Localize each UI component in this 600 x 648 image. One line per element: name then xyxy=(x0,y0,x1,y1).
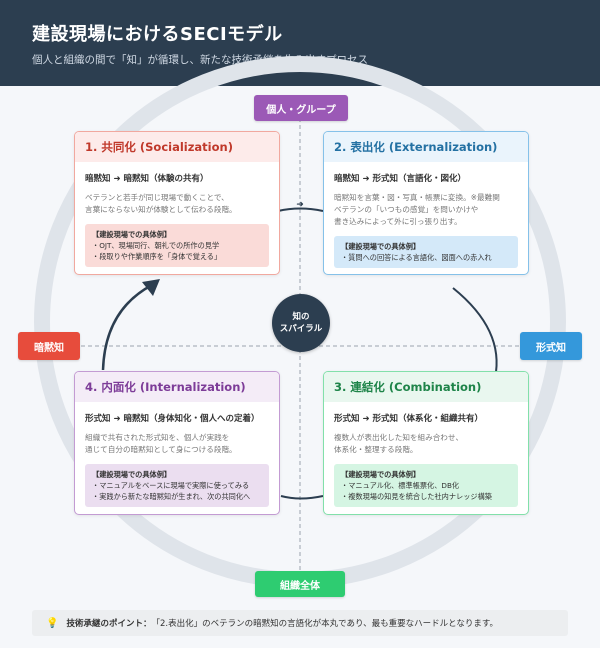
knowledge-spiral-badge: 知の スパイラル xyxy=(272,294,330,352)
axis-label-tacit: 暗黙知 xyxy=(18,332,80,360)
axis-label-organization: 組織全体 xyxy=(255,571,345,597)
card-socialization: 1. 共同化 (Socialization) 暗黙知 ➜ 暗黙知（体験の共有） … xyxy=(74,131,280,275)
card-title: 1. 共同化 (Socialization) xyxy=(75,132,279,162)
card-title: 4. 内面化 (Internalization) xyxy=(75,372,279,402)
arrow-right-icon: ➜ xyxy=(296,200,304,210)
card-example-box: 【建設現場での具体例】 ・マニュアルをベースに現場で実際に使ってみる ・実践から… xyxy=(85,464,269,507)
card-internalization: 4. 内面化 (Internalization) 形式知 ➜ 暗黙知（身体知化・… xyxy=(74,371,280,515)
card-description: 組織で共有された形式知を、個人が実践を 通じて自分の暗黙知として身につける段階。 xyxy=(85,433,237,454)
lightbulb-icon: 💡 xyxy=(46,617,59,629)
card-description: 暗黙知を言葉・図・写真・帳票に変換。※最難関 ベテランの「いつもの感覚」を問いか… xyxy=(334,193,500,226)
page-title: 建設現場におけるSECIモデル xyxy=(32,24,283,45)
card-flow: 形式知 ➜ 暗黙知（身体知化・個人への定着） xyxy=(85,414,260,424)
card-flow: 暗黙知 ➜ 暗黙知（体験の共有） xyxy=(85,174,209,184)
card-flow: 暗黙知 ➜ 形式知（言語化・図化） xyxy=(334,174,467,184)
cycle-arc-right xyxy=(452,287,498,379)
card-title: 2. 表出化 (Externalization) xyxy=(324,132,528,162)
tip-lead: 技術承継のポイント： xyxy=(66,619,152,629)
card-combination: 3. 連結化 (Combination) 形式知 ➜ 形式知（体系化・組織共有）… xyxy=(323,371,529,515)
axis-label-explicit: 形式知 xyxy=(520,332,582,360)
cycle-arc-bottom xyxy=(280,495,324,500)
card-description: ベテランと若手が同じ現場で動くことで、 言葉にならない知が体験として伝わる段階。 xyxy=(85,193,237,214)
cycle-arc-left xyxy=(101,283,153,371)
cycle-arrowhead xyxy=(142,279,160,296)
tip-banner: 💡 技術承継のポイント： 「2.表出化」のベテランの暗黙知の言語化が本丸であり、… xyxy=(32,610,568,636)
card-flow: 形式知 ➜ 形式知（体系化・組織共有） xyxy=(334,414,484,424)
card-example-box: 【建設現場での具体例】 ・マニュアル化、標準帳票化、DB化 ・複数現場の知見を統… xyxy=(334,464,518,507)
card-externalization: 2. 表出化 (Externalization) 暗黙知 ➜ 形式知（言語化・図… xyxy=(323,131,529,275)
axis-label-individual: 個人・グループ xyxy=(254,95,348,121)
card-example-box: 【建設現場での具体例】 ・質問への回答による言語化、図面への赤入れ xyxy=(334,236,518,268)
tip-body: 「2.表出化」のベテランの暗黙知の言語化が本丸であり、最も重要なハードルとなりま… xyxy=(151,619,499,629)
card-example-box: 【建設現場での具体例】 ・OJT、現場同行、朝礼での所作の見学 ・段取りや作業順… xyxy=(85,224,269,267)
card-description: 複数人が表出化した知を組み合わせ、 体系化・整理する段階。 xyxy=(334,433,464,454)
cycle-arc-top xyxy=(277,207,324,212)
card-title: 3. 連結化 (Combination) xyxy=(324,372,528,402)
